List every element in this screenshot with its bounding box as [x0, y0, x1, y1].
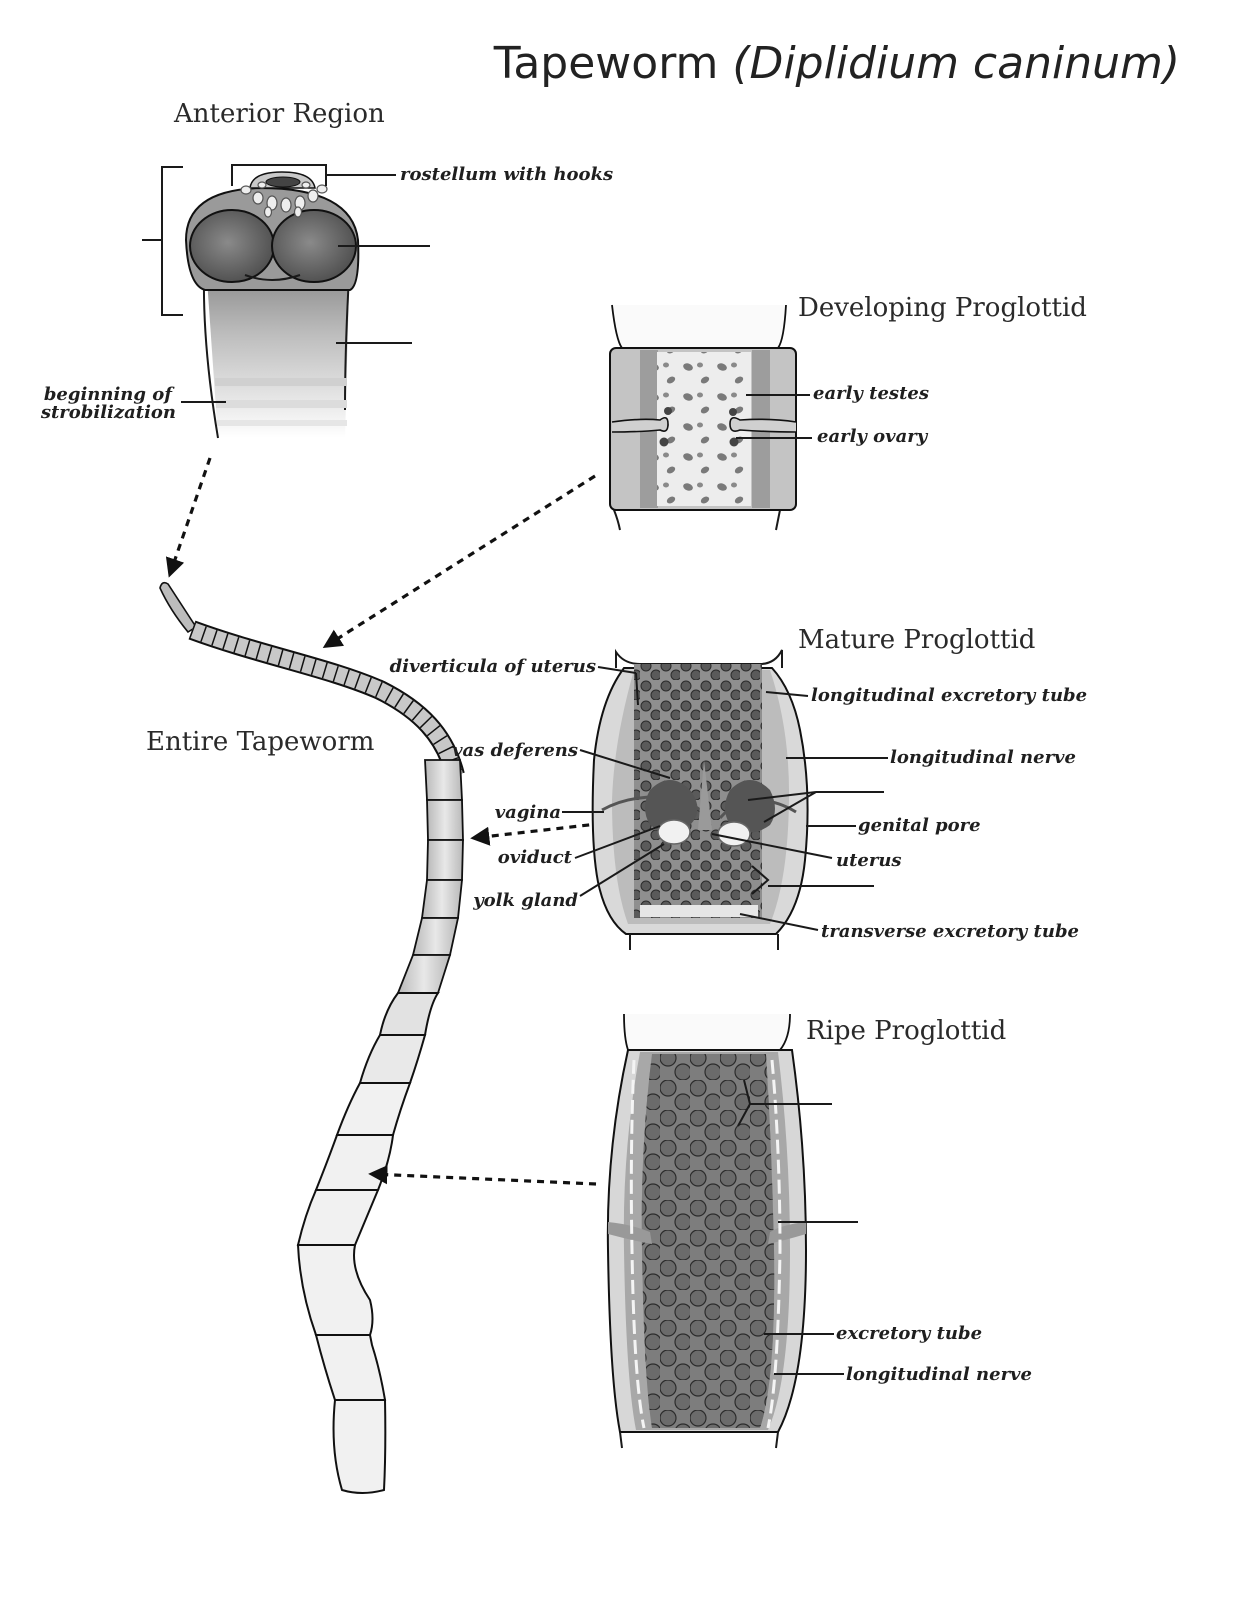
entire-tapeworm-illustration: [159, 581, 465, 1494]
title-species: (Diplidium caninum): [732, 38, 1180, 89]
arrow-mature-to-worm: [470, 820, 616, 846]
label-yolk-gland: yolk gland: [472, 890, 578, 911]
title-main: Tapeworm: [493, 38, 733, 89]
testes-leader-b: [763, 791, 817, 823]
ripe-proglottid-illustration: [606, 1013, 808, 1449]
scolex-illustration: [184, 171, 360, 439]
heading-anterior-region: Anterior Region: [173, 99, 385, 129]
label-oviduct: oviduct: [498, 847, 573, 868]
label-early-testes: early testes: [813, 383, 929, 404]
heading-developing-proglottid: Developing Proglottid: [798, 293, 1087, 323]
label-strobilization-line1: beginning of: [44, 384, 175, 405]
uterus-leader: [711, 833, 833, 859]
label-vagina: vagina: [495, 802, 561, 823]
heading-entire-tapeworm: Entire Tapeworm: [146, 727, 374, 757]
vas-deferens-leader: [579, 749, 671, 779]
label-transverse-excretory: transverse excretory tube: [821, 921, 1079, 942]
scolex-bracket: [161, 166, 183, 316]
label-uterus: uterus: [836, 850, 902, 871]
diverticula-leader: [597, 666, 637, 674]
label-diverticula: diverticula of uterus: [390, 656, 596, 677]
testes-leader-a: [747, 791, 817, 801]
label-genital-pore: genital pore: [858, 815, 981, 836]
page-title: Tapeworm (Diplidium caninum): [493, 38, 1180, 89]
label-rostellum: rostellum with hooks: [400, 164, 613, 185]
label-early-ovary: early ovary: [817, 426, 929, 447]
arrow-ripe-to-worm: [368, 1165, 597, 1186]
mature-proglottid-illustration: [591, 648, 809, 950]
oviduct-leader: [574, 825, 661, 859]
arrow-anterior-to-worm: [165, 457, 212, 578]
ovary-leader: [751, 865, 874, 895]
heading-mature-proglottid: Mature Proglottid: [798, 625, 1035, 655]
yolk-gland-leader: [579, 843, 665, 897]
label-vas-deferens: vas deferens: [452, 740, 578, 761]
label-long-excretory: longitudinal excretory tube: [811, 685, 1087, 706]
label-strobilization-line2: strobilization: [40, 402, 176, 423]
label-excretory-tube: excretory tube: [836, 1323, 982, 1344]
developing-proglottid-illustration: [609, 304, 797, 531]
arrow-developing-to-worm: [322, 474, 596, 649]
egg-capsule-leader: [737, 1079, 832, 1127]
transverse-excretory-leader: [739, 913, 819, 931]
label-long-nerve-ripe: longitudinal nerve: [846, 1364, 1032, 1385]
label-long-nerve-mature: longitudinal nerve: [890, 747, 1076, 768]
long-excretory-leader: [765, 691, 809, 697]
heading-ripe-proglottid: Ripe Proglottid: [806, 1016, 1006, 1046]
